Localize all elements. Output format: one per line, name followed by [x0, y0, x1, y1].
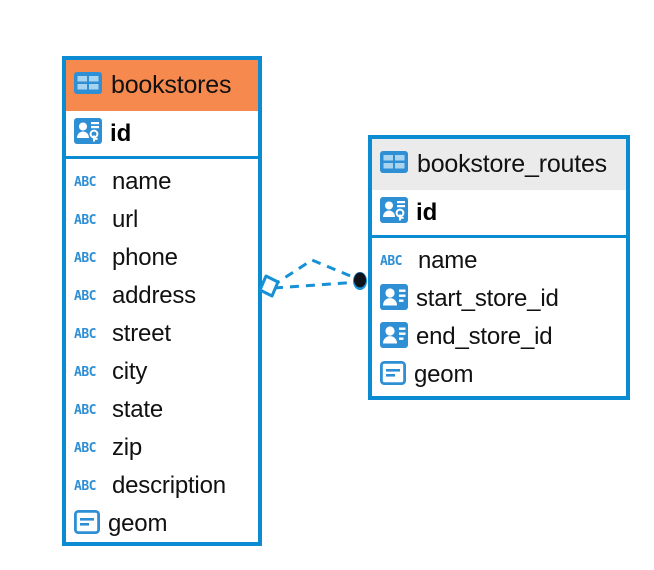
abc-text-icon: ABC — [74, 440, 96, 456]
column-label: phone — [112, 244, 178, 271]
column-row-name[interactable]: ABC name — [372, 242, 626, 280]
relationship-line-upper — [271, 258, 361, 288]
abc-text-icon: ABC — [74, 364, 96, 380]
column-row-street[interactable]: ABC street — [66, 315, 258, 353]
column-label: name — [418, 247, 478, 274]
column-row-address[interactable]: ABC address — [66, 277, 258, 315]
column-label: name — [112, 168, 172, 195]
column-label: description — [112, 472, 226, 499]
abc-text-icon: ABC — [74, 478, 96, 494]
column-row-url[interactable]: ABC url — [66, 201, 258, 239]
foreign-key-icon — [380, 283, 408, 315]
column-row-end-store-id[interactable]: end_store_id — [372, 318, 626, 356]
table-header-bookstores[interactable]: bookstores — [66, 60, 258, 111]
table-grid-icon — [74, 72, 102, 99]
abc-text-icon: ABC — [74, 174, 96, 190]
column-list-bookstores: ABC name ABC url ABC phone ABC address A… — [66, 159, 258, 543]
column-row-phone[interactable]: ABC phone — [66, 239, 258, 277]
abc-text-icon: ABC — [380, 253, 402, 269]
table-header-bookstore-routes[interactable]: bookstore_routes — [372, 139, 626, 190]
column-row-zip[interactable]: ABC zip — [66, 429, 258, 467]
column-row-primary-key[interactable]: id — [372, 190, 626, 238]
column-label: street — [112, 320, 171, 347]
table-title: bookstores — [111, 71, 232, 99]
entity-table-bookstore-routes[interactable]: bookstore_routes id ABC name — [368, 135, 630, 400]
column-label: url — [112, 206, 139, 233]
column-row-state[interactable]: ABC state — [66, 391, 258, 429]
table-title: bookstore_routes — [417, 150, 607, 178]
primary-key-label: id — [416, 198, 438, 226]
column-label: zip — [112, 434, 143, 461]
abc-text-icon: ABC — [74, 326, 96, 342]
abc-text-icon: ABC — [74, 212, 96, 228]
column-label: start_store_id — [416, 285, 559, 312]
column-row-name[interactable]: ABC name — [66, 163, 258, 201]
abc-text-icon: ABC — [74, 288, 96, 304]
geometry-icon — [379, 360, 407, 390]
column-row-city[interactable]: ABC city — [66, 353, 258, 391]
geometry-icon — [73, 509, 101, 539]
column-row-geom[interactable]: geom — [372, 356, 626, 394]
column-label: end_store_id — [416, 323, 553, 350]
column-label: address — [112, 282, 196, 309]
column-label: geom — [414, 361, 474, 388]
foreign-key-icon — [380, 321, 408, 353]
abc-text-icon: ABC — [74, 250, 96, 266]
column-row-description[interactable]: ABC description — [66, 467, 258, 505]
column-label: geom — [108, 510, 168, 537]
column-row-geom[interactable]: geom — [66, 505, 258, 543]
primary-key-icon — [74, 118, 102, 149]
column-label: state — [112, 396, 164, 423]
filled-circle-marker — [354, 272, 366, 288]
table-grid-icon — [380, 151, 408, 178]
relationship-connector[interactable] — [250, 240, 390, 320]
primary-key-icon — [380, 197, 408, 228]
relationship-line-lower — [273, 280, 361, 290]
column-row-primary-key[interactable]: id — [66, 111, 258, 159]
entity-table-bookstores[interactable]: bookstores id ABC name — [62, 56, 262, 546]
primary-key-label: id — [110, 119, 132, 147]
diamond-outline-marker — [258, 274, 280, 298]
column-label: city — [112, 358, 148, 385]
abc-text-icon: ABC — [74, 402, 96, 418]
column-list-bookstore-routes: ABC name start_store_id — [372, 238, 626, 394]
column-row-start-store-id[interactable]: start_store_id — [372, 280, 626, 318]
